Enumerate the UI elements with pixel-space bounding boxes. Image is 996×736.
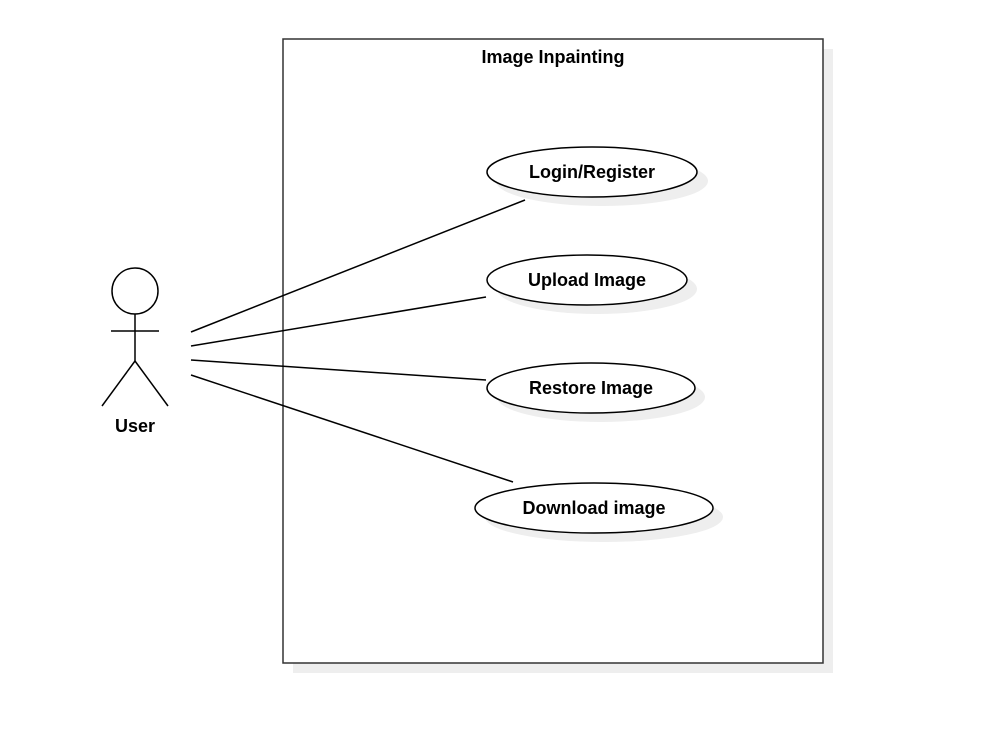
use-case-restore-image: Restore Image: [486, 362, 705, 422]
associations: [190, 199, 526, 483]
system-boundary-box: [282, 38, 824, 664]
association-restore-image: [190, 359, 487, 381]
use-case-label: Upload Image: [528, 270, 646, 290]
use-case-ellipse: [486, 146, 698, 198]
use-case-download-image: Download image: [474, 482, 723, 542]
system-boundary: Image Inpainting: [282, 38, 833, 673]
use-case-login-register: Login/Register: [486, 146, 708, 206]
association-upload-image: [190, 296, 487, 347]
actor-head: [111, 267, 159, 315]
use-case-label: Download image: [522, 498, 665, 518]
use-case-ellipse: [486, 362, 696, 414]
actor-label: User: [115, 416, 155, 436]
actor-right-leg: [134, 360, 169, 407]
association-download-image: [190, 374, 514, 483]
actor-user: [101, 267, 169, 407]
system-title: Image Inpainting: [481, 47, 624, 67]
use-case-ellipse: [486, 254, 688, 306]
use-case-label: Restore Image: [529, 378, 653, 398]
actor-left-leg: [101, 360, 136, 407]
use-case-upload-image: Upload Image: [486, 254, 697, 314]
use-case-label: Login/Register: [529, 162, 655, 182]
use-case-ellipse: [474, 482, 714, 534]
association-login-register: [190, 199, 526, 333]
